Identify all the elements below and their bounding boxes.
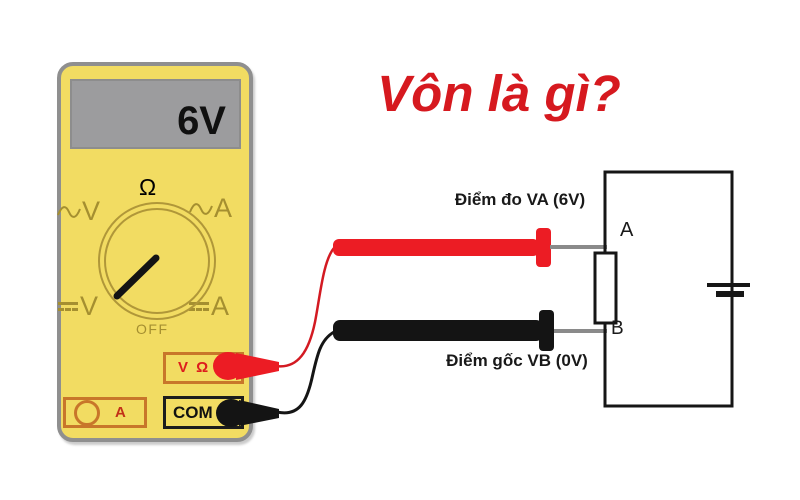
black-lead-wire [276, 330, 335, 415]
reference-point-label: Điểm gốc VB (0V) [446, 351, 588, 370]
red-lead-wire [275, 247, 336, 368]
dial-dc-current-label: A [189, 293, 229, 320]
dial-ac-current-letter: A [214, 193, 233, 223]
dc-symbol-icon [189, 302, 209, 311]
dial-dc-current-letter: A [211, 291, 230, 321]
meter-reading: 6V [177, 99, 226, 143]
black-probe-body [333, 320, 543, 341]
black-probe-collar [539, 310, 554, 351]
measure-point-label: Điểm đo VA (6V) [454, 190, 586, 209]
dial-ac-current-label: A [188, 195, 232, 222]
voltage-ohm-jack-label: V Ω [178, 359, 211, 376]
page-title: Vôn là gì? [377, 65, 621, 122]
meter-display: 6V [70, 79, 241, 149]
node-a-label: A [620, 219, 634, 241]
dial-ac-voltage-label: V [56, 198, 100, 225]
resistor [593, 251, 618, 325]
sine-wave-icon [57, 205, 81, 218]
dial-dc-voltage-label: V [58, 293, 98, 320]
current-jack-label: A [115, 404, 126, 421]
circuit-loop [603, 170, 734, 408]
red-probe-body [333, 239, 539, 256]
common-jack-label: COM [173, 403, 213, 422]
node-b-label: B [611, 318, 624, 339]
dial-ac-voltage-letter: V [82, 196, 101, 226]
dial-dc-voltage-letter: V [80, 291, 99, 321]
red-probe-collar [536, 228, 551, 267]
dial-off-label: OFF [136, 321, 169, 337]
current-jack: A [63, 397, 147, 428]
dc-symbol-icon [58, 302, 78, 311]
jack-hole-icon [74, 399, 100, 426]
dial-ohm-label: Ω [139, 174, 157, 200]
voltage-ohm-jack: V Ω [163, 352, 244, 384]
sine-wave-icon [189, 202, 213, 215]
common-jack: COM [163, 396, 244, 429]
